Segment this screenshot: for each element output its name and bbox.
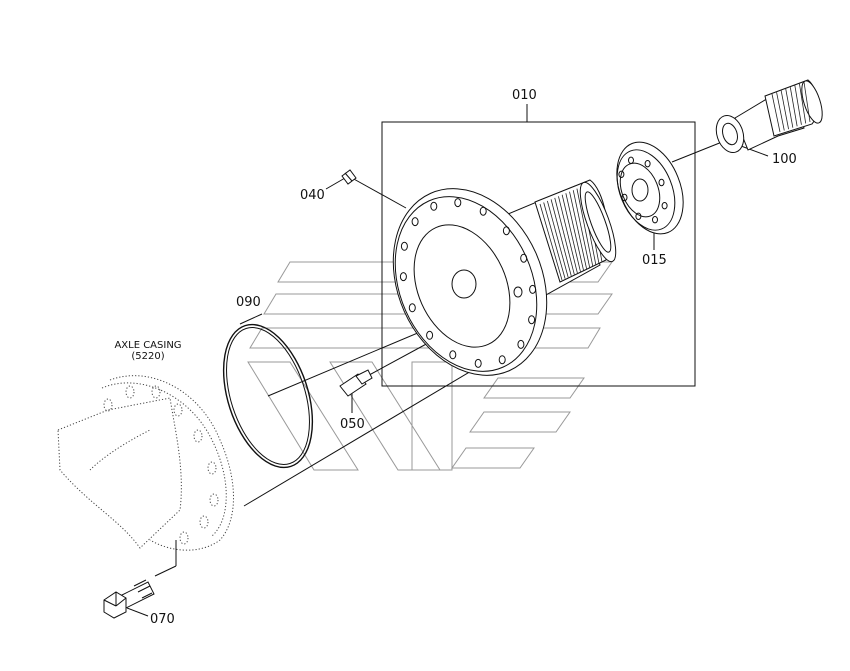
shaft-spline-tooth bbox=[803, 81, 811, 123]
callout-070: 070 bbox=[150, 612, 175, 627]
bolt-hole bbox=[520, 253, 528, 263]
gear-hole bbox=[618, 170, 625, 179]
bolt-hole bbox=[502, 226, 510, 236]
spline-tooth bbox=[558, 196, 578, 274]
gear-hole bbox=[644, 160, 651, 168]
bolt-hole bbox=[529, 284, 537, 294]
ring-gear-holes bbox=[618, 156, 668, 224]
spline-tooth bbox=[565, 193, 584, 271]
bolt-hole bbox=[426, 330, 434, 340]
spline-tooth bbox=[554, 197, 575, 275]
callout-040: 040 bbox=[300, 188, 325, 203]
axle-casing-label: AXLE CASING bbox=[114, 340, 181, 351]
bolt-hole bbox=[517, 339, 525, 349]
plug-040 bbox=[341, 169, 357, 185]
fitting-050 bbox=[339, 369, 373, 397]
bolt-hole bbox=[408, 303, 416, 313]
spline-tooth bbox=[561, 194, 581, 272]
spline-tooth bbox=[572, 190, 591, 268]
shaft-spline-teeth bbox=[771, 81, 811, 133]
shaft-spline-tooth bbox=[799, 83, 807, 124]
bolt-hole bbox=[528, 315, 536, 325]
spline-tooth bbox=[543, 202, 566, 279]
spline-tooth bbox=[550, 199, 572, 276]
bolt-hole bbox=[449, 350, 457, 360]
shaft-spline-tooth bbox=[785, 88, 794, 128]
bolt-hole bbox=[479, 206, 487, 216]
callout-015: 015 bbox=[642, 253, 667, 268]
flange-bolt-holes bbox=[399, 198, 537, 368]
shaft-spline-tooth bbox=[794, 85, 802, 125]
bolt-hole bbox=[400, 241, 408, 251]
shaft-spline-tooth bbox=[776, 92, 785, 131]
gear-hole bbox=[652, 216, 658, 224]
callout-010: 010 bbox=[512, 88, 537, 103]
o-ring-090 bbox=[222, 323, 314, 469]
shaft-spline-tooth bbox=[789, 87, 798, 127]
spline-tooth bbox=[539, 203, 563, 281]
shaft-spline-tooth bbox=[771, 93, 781, 133]
bolt-hole bbox=[498, 355, 506, 365]
spline-tooth bbox=[576, 188, 594, 267]
callout-100: 100 bbox=[772, 152, 797, 167]
bolt-hole bbox=[399, 272, 407, 282]
bolt-hole bbox=[454, 198, 462, 208]
bolt-hole bbox=[430, 201, 438, 211]
gear-hole bbox=[621, 193, 628, 202]
callout-090: 090 bbox=[236, 295, 261, 310]
callout-050: 050 bbox=[340, 417, 365, 432]
bolt-hole bbox=[411, 217, 419, 227]
axle-casing-phantom bbox=[57, 375, 234, 551]
gear-hole bbox=[635, 212, 642, 221]
hub-housing-010 bbox=[392, 179, 617, 376]
bolt-070 bbox=[103, 579, 155, 619]
gear-hole bbox=[628, 156, 634, 165]
gear-hole bbox=[658, 178, 665, 187]
shaft-spline-tooth bbox=[780, 90, 789, 130]
bolt-hole bbox=[474, 358, 482, 368]
gear-hole bbox=[661, 202, 668, 210]
assembly-box-010 bbox=[381, 104, 696, 387]
spline-tooth bbox=[569, 191, 588, 270]
ring-gear-015 bbox=[616, 141, 684, 235]
spline-tooth bbox=[546, 200, 569, 278]
axle-casing-ref: (5220) bbox=[131, 351, 164, 362]
drive-shaft-100 bbox=[715, 79, 823, 154]
